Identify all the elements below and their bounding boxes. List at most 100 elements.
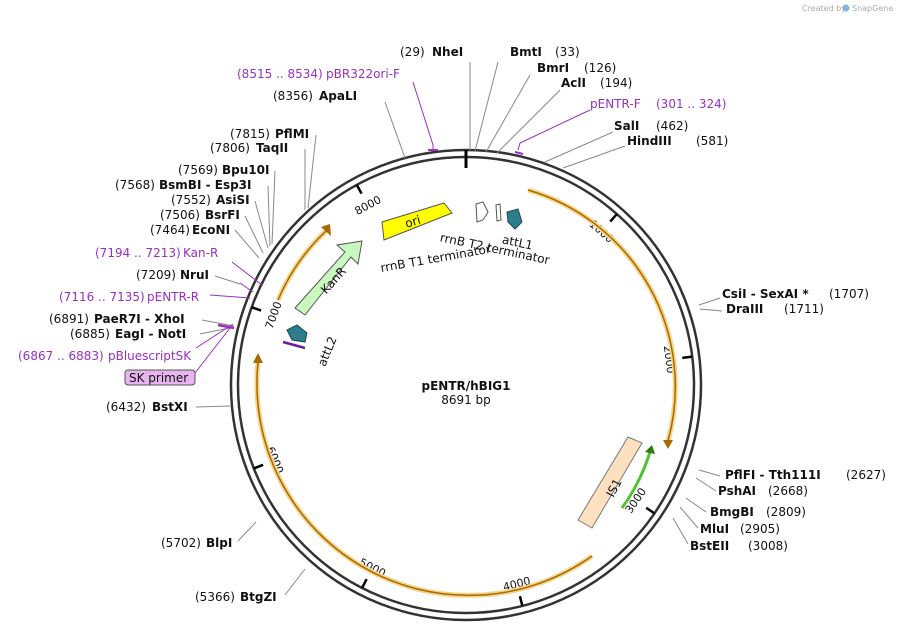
site-name-acli[interactable]: AclI	[561, 76, 586, 90]
plasmid-size: 8691 bp	[441, 393, 491, 407]
primer-range-kan-r: (7194 .. 7213)	[95, 246, 181, 260]
leader-hindiii	[562, 145, 626, 169]
site-pos-draiii: (1711)	[784, 302, 824, 316]
leader-asisi	[254, 200, 269, 249]
leader-bmgbi	[685, 497, 707, 513]
site-pos-bsteii: (3008)	[748, 539, 788, 553]
site-name-sali[interactable]: SalI	[614, 119, 639, 133]
site-pos-bmti: (33)	[555, 45, 580, 59]
leader-kan-r-2	[239, 282, 254, 293]
leader-pshai	[695, 477, 717, 492]
site-name-noti[interactable]: EagI - NotI	[115, 327, 186, 341]
primer-labels: (8515 .. 8534) pBR322ori-F pENTR-F (301 …	[18, 67, 726, 386]
tick-mark-6000	[253, 463, 264, 470]
primer-range-pbr322ori-f: (8515 .. 8534)	[237, 67, 323, 81]
primer-name-pbr322ori-f[interactable]: pBR322ori-F	[326, 67, 400, 81]
site-name-nhei[interactable]: NheI	[432, 45, 463, 59]
site-name-pflmi[interactable]: PflMI	[275, 127, 309, 141]
leader-sk-primer	[194, 327, 231, 374]
site-name-bsmbi[interactable]: BsmBI - Esp3I	[159, 178, 251, 192]
site-name-nrui[interactable]: NruI	[180, 268, 209, 282]
sk-primer-box[interactable]	[124, 369, 196, 386]
leader-kan-r	[231, 261, 263, 286]
site-pos-pflmi: (7815)	[230, 127, 270, 141]
site-name-bsrfi[interactable]: BsrFI	[205, 208, 240, 222]
leader-bmri	[485, 74, 531, 153]
tick-mark-4000	[518, 595, 524, 607]
site-name-bpu10i[interactable]: Bpu10I	[222, 163, 269, 177]
leader-pbr322ori-f	[412, 81, 434, 150]
pbluescriptsk-mark	[217, 323, 235, 330]
primer-range-pentr-f: (301 .. 324)	[656, 97, 726, 111]
site-pos-csii: (1707)	[829, 287, 869, 301]
attl2-primer-bar	[282, 340, 306, 350]
orf-arcs	[253, 187, 678, 598]
primer-name-pentr-r[interactable]: pENTR-R	[147, 290, 199, 304]
site-pos-bsmbi: (7568)	[115, 178, 155, 192]
primer-name-kan-r[interactable]: Kan-R	[183, 246, 218, 260]
site-name-bmri[interactable]: BmrI	[537, 61, 569, 75]
orf-arc-2-line	[256, 361, 593, 597]
rrnb-t2-feature[interactable]	[495, 203, 502, 222]
site-name-bmgbi[interactable]: BmgBI	[710, 505, 754, 519]
site-name-bmti[interactable]: BmtI	[510, 45, 542, 59]
features: ori KanR rrnB T1 terminator rrnB T2 term…	[282, 201, 643, 529]
site-pos-bmri: (126)	[584, 61, 616, 75]
site-name-asisi[interactable]: AsiSI	[216, 193, 250, 207]
tick-mark-5000	[360, 578, 368, 589]
site-pos-hindiii: (581)	[696, 134, 728, 148]
site-pos-sali: (462)	[656, 119, 688, 133]
plasmid-name: pENTR/hBIG1	[422, 379, 511, 393]
site-name-mlui[interactable]: MluI	[700, 522, 729, 536]
attl1-label: attL1	[501, 232, 534, 252]
tick-mark-8000	[355, 184, 363, 195]
primer-name-pentr-f[interactable]: pENTR-F	[590, 97, 641, 111]
leader-bsteii	[672, 517, 689, 545]
site-name-btgzi[interactable]: BtgZI	[240, 590, 277, 604]
site-name-bsteii[interactable]: BstEII	[690, 539, 729, 553]
orf-arc-2	[254, 361, 594, 598]
site-name-hindiii[interactable]: HindIII	[627, 134, 672, 148]
site-name-pflfi[interactable]: PflFI - Tth111I	[725, 468, 821, 482]
is1-feature[interactable]	[577, 436, 643, 529]
primer-name-pbluescriptsk[interactable]: pBluescriptSK	[108, 349, 192, 363]
site-pos-btgzi: (5366)	[195, 590, 235, 604]
site-name-draiii[interactable]: DraIII	[726, 302, 763, 316]
site-name-csii[interactable]: CsiI - SexAI *	[722, 287, 809, 301]
ori-feature[interactable]	[381, 202, 453, 241]
rrnb-t1-feature[interactable]	[475, 201, 489, 223]
kanr-feature[interactable]	[294, 240, 363, 316]
leader-blpi	[237, 521, 257, 542]
site-name-xhoi[interactable]: PaeR7I - XhoI	[94, 312, 185, 326]
tick-label-7000: 7000	[263, 300, 285, 331]
site-name-apali[interactable]: ApaLI	[319, 89, 357, 103]
site-pos-apali: (8356)	[273, 89, 313, 103]
site-name-econi[interactable]: EcoNI	[192, 223, 230, 237]
orf-arc-2-arrow	[253, 353, 263, 363]
leader-draiii	[699, 308, 723, 312]
leader-bmti	[474, 61, 499, 152]
site-name-blpi[interactable]: BlpI	[206, 536, 232, 550]
primer-range-pbluescriptsk: (6867 .. 6883)	[18, 349, 104, 363]
sk-primer-label: SK primer	[129, 371, 188, 385]
watermark-text: Created by	[802, 4, 846, 13]
primer-range-pentr-r: (7116 .. 7135)	[59, 290, 145, 304]
site-name-taqii[interactable]: TaqII	[256, 141, 288, 155]
leader-apali	[384, 101, 406, 159]
attl2-feature[interactable]	[286, 324, 308, 343]
leader-pbluescriptsk	[195, 323, 234, 349]
pentr-f-mark	[514, 151, 524, 155]
leader-sali	[544, 131, 614, 163]
leader-btgzi	[284, 568, 306, 596]
leader-bsrfi	[244, 215, 264, 254]
orf-arc-3-line	[277, 230, 327, 301]
leader-nrui	[214, 275, 241, 285]
attl1-feature[interactable]	[506, 208, 523, 230]
site-pos-econi: (7464)	[150, 223, 190, 237]
site-name-bstxi[interactable]: BstXI	[152, 400, 188, 414]
site-pos-pflfi: (2627)	[846, 468, 886, 482]
site-pos-nhei: (29)	[400, 45, 425, 59]
site-name-pshai[interactable]: PshAI	[718, 484, 756, 498]
leader-acli	[496, 89, 561, 154]
